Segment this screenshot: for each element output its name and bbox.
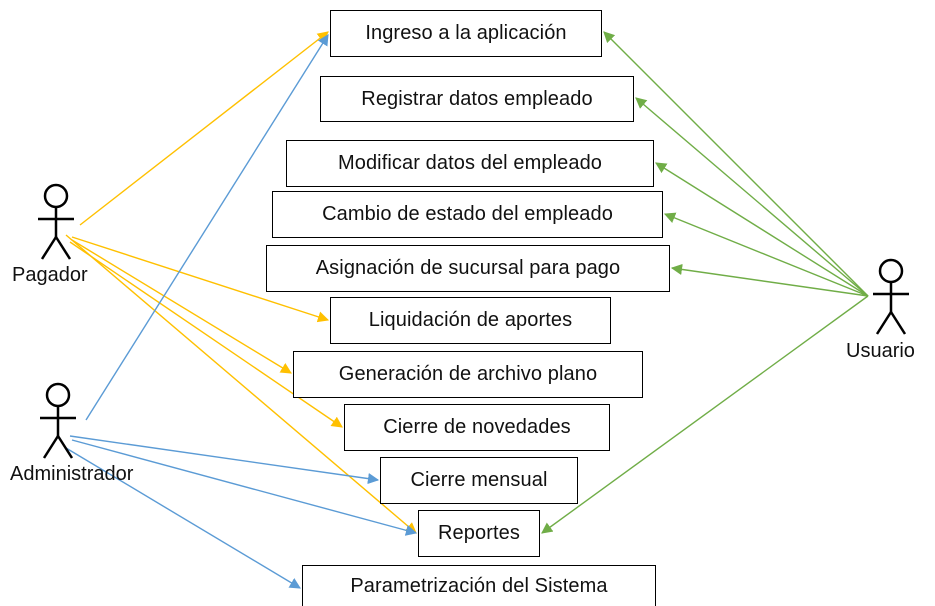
actor-administrador-label: Administrador bbox=[10, 463, 134, 485]
use-case-reportes: Reportes bbox=[418, 510, 540, 557]
use-case-modificar: Modificar datos del empleado bbox=[286, 140, 654, 187]
use-case-registrar: Registrar datos empleado bbox=[320, 76, 634, 122]
actor-administrador-icon bbox=[40, 382, 76, 459]
use-case-cierre-novedades: Cierre de novedades bbox=[344, 404, 610, 451]
association-usuario-cambio bbox=[663, 212, 869, 297]
use-case-ingreso: Ingreso a la aplicación bbox=[330, 10, 602, 57]
use-case-liquidacion: Liquidación de aportes bbox=[330, 297, 611, 344]
association-administrador-reportes bbox=[71, 439, 418, 536]
use-case-generacion: Generación de archivo plano bbox=[293, 351, 643, 398]
association-usuario-modificar bbox=[655, 162, 869, 297]
association-pagador-liquidacion bbox=[71, 236, 330, 323]
association-usuario-ingreso bbox=[603, 31, 869, 297]
use-case-cierre-mensual: Cierre mensual bbox=[380, 457, 578, 504]
actor-usuario-icon bbox=[873, 258, 909, 335]
association-usuario-asignacion bbox=[670, 263, 869, 297]
use-case-cambio: Cambio de estado del empleado bbox=[272, 191, 663, 238]
association-usuario-reportes bbox=[541, 295, 869, 534]
association-pagador-ingreso bbox=[79, 31, 329, 226]
association-administrador-cierre_mensual bbox=[69, 435, 380, 485]
association-pagador-reportes bbox=[65, 234, 417, 534]
use-case-parametrizacion: Parametrización del Sistema bbox=[302, 565, 656, 606]
association-usuario-registrar bbox=[635, 97, 869, 297]
association-administrador-param bbox=[65, 447, 301, 589]
actor-pagador-label: Pagador bbox=[12, 264, 88, 286]
use-case-asignacion: Asignación de sucursal para pago bbox=[266, 245, 670, 292]
association-administrador-ingreso bbox=[85, 34, 329, 421]
actor-usuario-label: Usuario bbox=[846, 340, 915, 362]
association-pagador-generacion bbox=[71, 239, 292, 374]
actor-pagador-icon bbox=[38, 183, 74, 260]
